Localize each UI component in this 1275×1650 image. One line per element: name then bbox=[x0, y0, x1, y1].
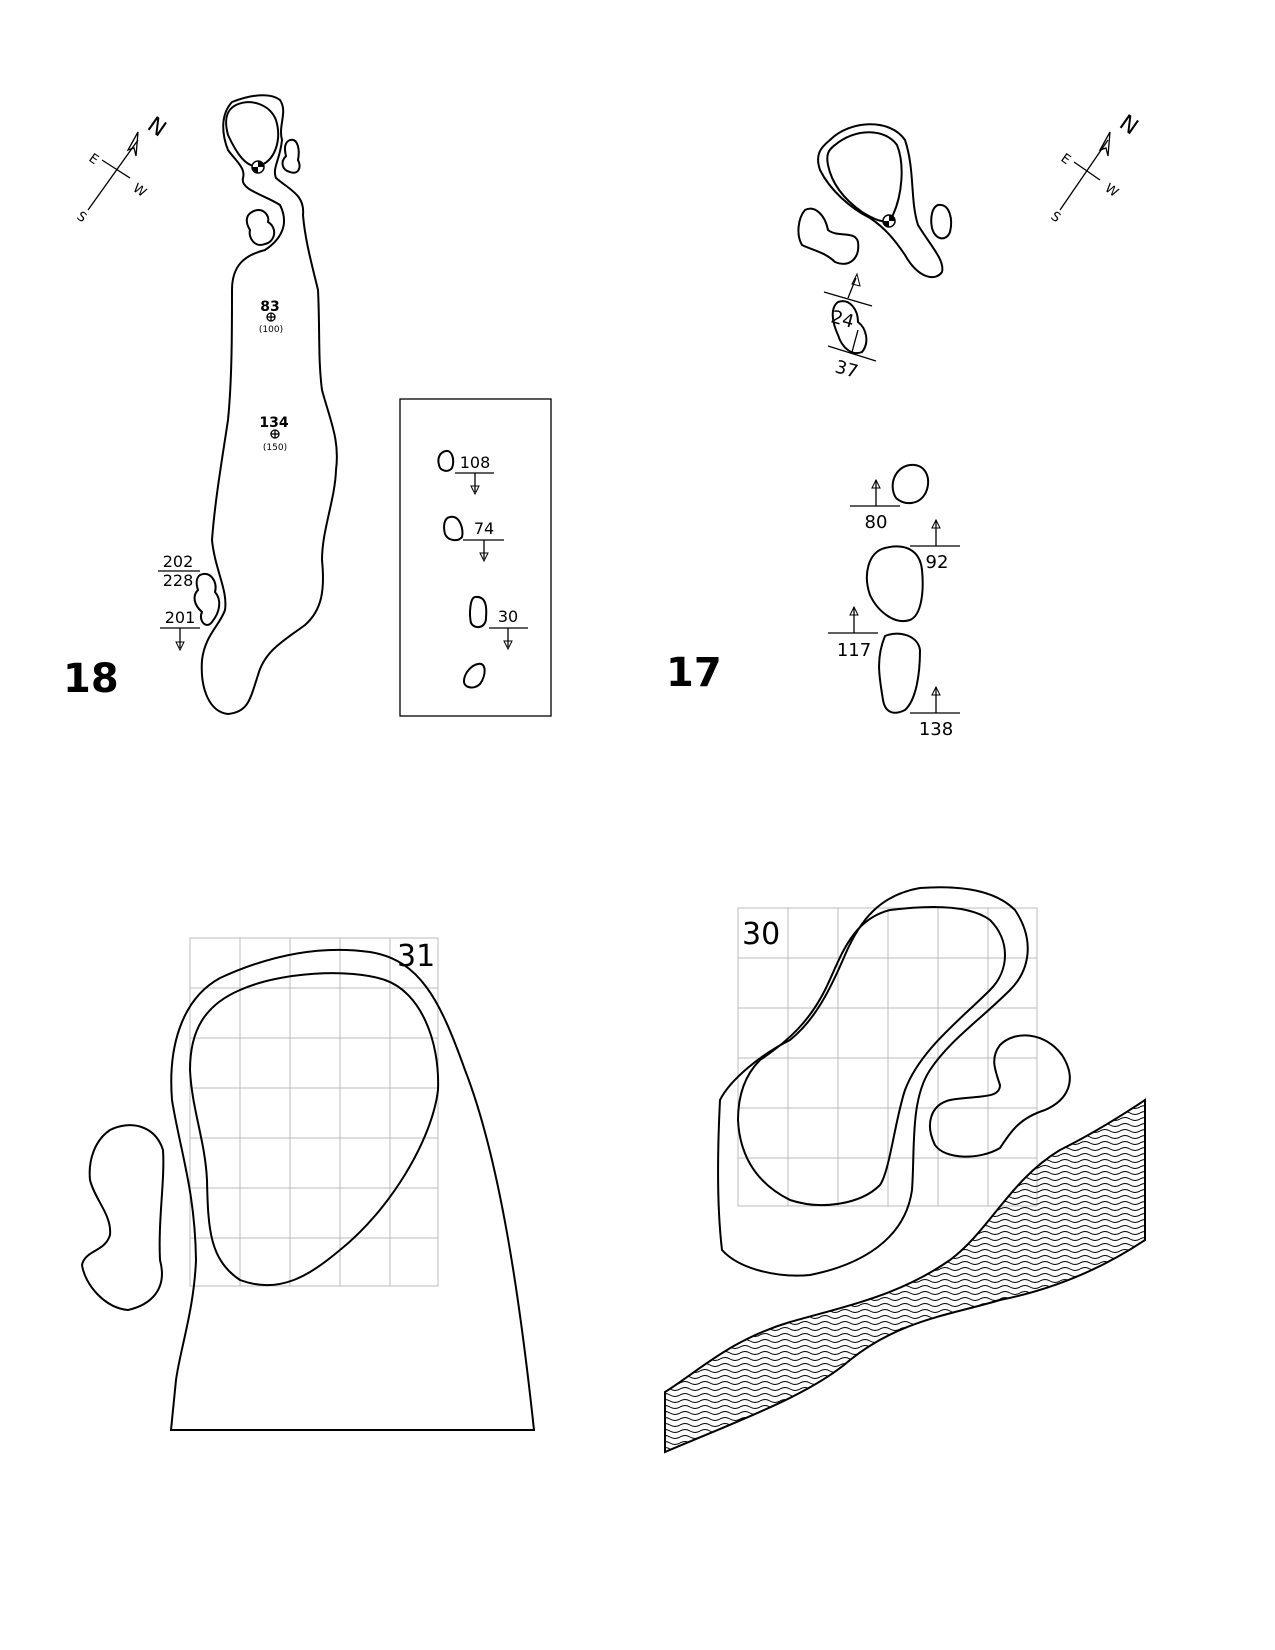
compass-s: S bbox=[74, 209, 89, 226]
bunker bbox=[929, 1034, 1071, 1158]
svg-text:80: 80 bbox=[865, 512, 888, 533]
svg-text:138: 138 bbox=[919, 719, 953, 740]
bunker bbox=[281, 138, 301, 174]
compass-icon: N E W S bbox=[1048, 110, 1143, 226]
green-inset: 108 74 30 bbox=[399, 398, 552, 717]
fairway-outline bbox=[169, 948, 536, 1431]
green-number: 30 bbox=[742, 917, 780, 952]
bunker-distances: 202 228 201 bbox=[158, 552, 200, 652]
svg-text:74: 74 bbox=[474, 519, 494, 538]
hole-18: N E W S 83 (100) 134 (150) 202 228 201 bbox=[63, 94, 552, 717]
svg-text:W: W bbox=[1102, 181, 1121, 201]
hole-number: 17 bbox=[666, 650, 722, 696]
svg-text:92: 92 bbox=[926, 552, 949, 573]
svg-text:108: 108 bbox=[460, 453, 491, 472]
compass-icon: N E W S bbox=[74, 112, 171, 226]
bunker bbox=[831, 300, 868, 354]
green bbox=[736, 906, 1006, 1206]
flag-icon bbox=[882, 214, 896, 228]
svg-text:S: S bbox=[1048, 209, 1063, 226]
green bbox=[826, 131, 903, 223]
svg-text:201: 201 bbox=[165, 608, 196, 627]
svg-text:(100): (100) bbox=[259, 325, 283, 335]
green-30-diagram: 30 bbox=[664, 886, 1146, 1454]
hole-17: 24 37 N E W S 80 92 117 bbox=[666, 110, 1142, 740]
svg-text:202: 202 bbox=[163, 552, 194, 571]
svg-text:24: 24 bbox=[829, 307, 857, 333]
fairway-outline bbox=[717, 886, 1029, 1277]
compass-n: N bbox=[143, 112, 171, 142]
svg-text:N: N bbox=[1115, 110, 1143, 140]
bunker bbox=[797, 207, 860, 265]
green-number: 31 bbox=[397, 939, 435, 974]
svg-text:30: 30 bbox=[498, 607, 518, 626]
svg-text:E: E bbox=[1058, 151, 1073, 168]
bunker bbox=[245, 209, 276, 246]
grid bbox=[737, 907, 1038, 1207]
bunker bbox=[80, 1124, 165, 1312]
compass-e: E bbox=[86, 151, 101, 168]
water-hazard bbox=[664, 1098, 1146, 1454]
green bbox=[188, 972, 440, 1287]
svg-text:134: 134 bbox=[259, 415, 288, 431]
bunker bbox=[193, 572, 221, 626]
bunker bbox=[930, 203, 953, 240]
green-detail: 80 92 117 138 bbox=[828, 463, 960, 740]
svg-text:228: 228 bbox=[163, 571, 194, 590]
compass-w: W bbox=[130, 181, 149, 201]
front-bunker-distances: 24 37 bbox=[823, 272, 877, 383]
svg-text:37: 37 bbox=[833, 357, 861, 383]
svg-text:83: 83 bbox=[260, 299, 279, 315]
fairway-outline bbox=[200, 94, 338, 716]
marker-83: 83 (100) bbox=[259, 299, 283, 335]
flag-icon bbox=[251, 160, 265, 174]
svg-text:(150): (150) bbox=[263, 443, 287, 453]
svg-text:117: 117 bbox=[837, 640, 871, 661]
green-31-diagram: 31 bbox=[80, 937, 536, 1431]
marker-134: 134 (150) bbox=[259, 415, 288, 453]
hole-number: 18 bbox=[63, 656, 119, 702]
grid bbox=[189, 937, 439, 1287]
green-outline bbox=[817, 123, 944, 279]
